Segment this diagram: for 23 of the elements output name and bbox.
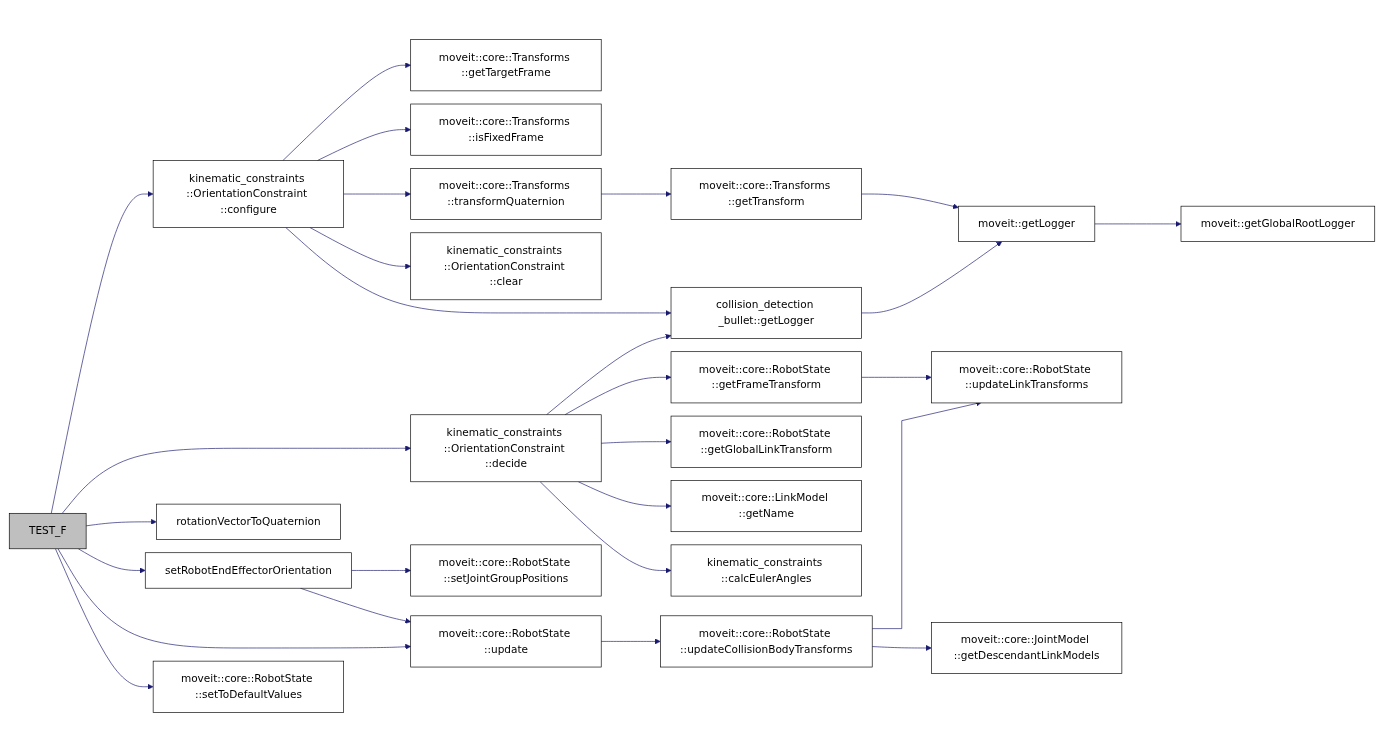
node-box: setRobotEndEffectorOrientation <box>144 552 352 589</box>
node-box: moveit::core::LinkModel ::getName <box>670 480 862 533</box>
node-box: kinematic_constraints ::OrientationConstraint ::clear <box>410 232 602 301</box>
node-box: moveit::core::RobotState ::update <box>410 615 602 668</box>
node-box: TEST_F <box>8 512 87 550</box>
node-box: moveit::core::JointModel ::getDescendantLinkModels <box>931 622 1123 674</box>
node-box: kinematic_constraints ::calcEulerAngles <box>670 544 862 597</box>
node-box: moveit::core::RobotState ::getGlobalLinkTransform <box>670 415 862 468</box>
node-box: rotationVectorToQuaternion <box>156 503 341 540</box>
node-box: moveit::core::Transforms ::getTargetFrame <box>410 39 602 92</box>
node-box: kinematic_constraints ::OrientationConstraint ::decide <box>410 414 602 483</box>
node-box: moveit::core::RobotState ::updateCollisionBodyTransforms <box>660 615 873 668</box>
node-box: moveit::core::RobotState ::setToDefaultValues <box>152 660 344 713</box>
node-box: moveit::core::Transforms ::getTransform <box>670 168 862 220</box>
node-box: moveit::getGlobalRootLogger <box>1180 205 1376 242</box>
node-box: collision_detection _bullet::getLogger <box>670 287 862 339</box>
node-box: moveit::core::RobotState ::updateLinkTransforms <box>931 351 1123 404</box>
node-box: kinematic_constraints ::OrientationConstraint ::configure <box>152 160 344 228</box>
node-box: moveit::getLogger <box>958 205 1096 242</box>
node-box: moveit::core::RobotState ::getFrameTransform <box>670 351 862 404</box>
node-box: moveit::core::RobotState ::setJointGroupPositions <box>410 544 602 597</box>
node-box: moveit::core::Transforms ::isFixedFrame <box>410 103 602 156</box>
node-box: moveit::core::Transforms ::transformQuaternion <box>410 168 602 220</box>
